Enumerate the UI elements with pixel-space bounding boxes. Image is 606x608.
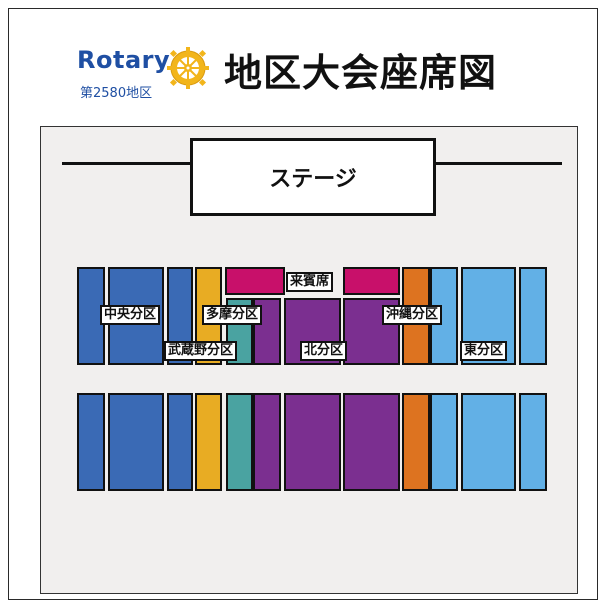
rotary-logo-text: Rotary <box>77 46 171 74</box>
seat-block-guest <box>343 267 400 295</box>
seat-block-higashi <box>519 393 547 491</box>
rotary-wheel-icon <box>167 47 209 89</box>
seat-block-higashi <box>430 393 458 491</box>
page-title: 地区大会座席図 <box>224 51 498 95</box>
seat-block-kita <box>343 393 400 491</box>
label-okinawa: 沖縄分区 <box>382 305 443 325</box>
seat-block-higashi <box>519 267 547 365</box>
label-tama: 多摩分区 <box>202 305 263 325</box>
seat-block-musashino <box>195 393 222 491</box>
seat-block-chuo <box>108 393 164 491</box>
seat-block-chuo <box>167 393 193 491</box>
label-chuo: 中央分区 <box>100 305 161 325</box>
district-label: 第2580地区 <box>80 86 153 101</box>
label-guest: 来賓席 <box>286 272 334 292</box>
seat-block-kita <box>284 393 341 491</box>
seat-block-chuo <box>77 393 105 491</box>
label-higashi: 東分区 <box>460 341 508 361</box>
seat-block-kita <box>253 393 281 491</box>
seat-block-higashi <box>461 393 516 491</box>
seat-block-okinawa <box>402 393 430 491</box>
seat-block-guest <box>225 267 285 295</box>
stage-line-right <box>434 162 562 165</box>
seat-block-tama <box>226 393 253 491</box>
stage: ステージ <box>190 138 436 216</box>
label-musashino: 武蔵野分区 <box>164 341 238 361</box>
stage-line-left <box>62 162 192 165</box>
label-kita: 北分区 <box>300 341 348 361</box>
